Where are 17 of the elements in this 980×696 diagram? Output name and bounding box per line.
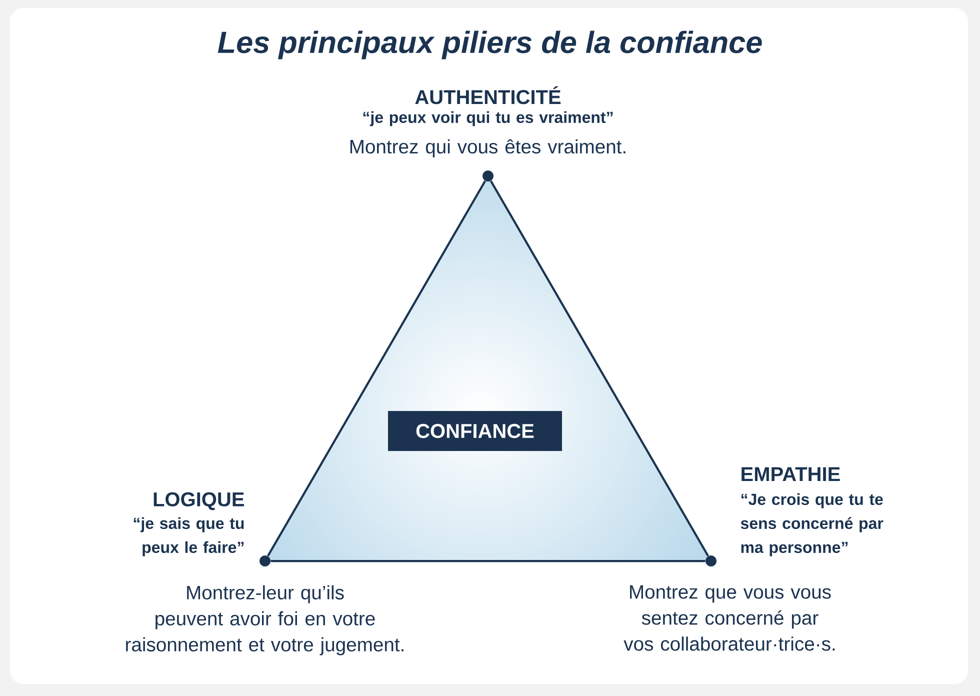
pillar-quote: “Je crois que tu te sens concerné par ma personne” bbox=[740, 493, 884, 556]
pillar-heading: EMPATHIE bbox=[742, 467, 840, 482]
pillar-heading: LOGIQUE bbox=[154, 492, 244, 510]
pillar-description: Montrez-leur qu’ils peuvent avoir foi en votre raisonnement et votre jugement. bbox=[126, 585, 404, 656]
vertex-dot bbox=[482, 170, 494, 182]
triangle-side bbox=[490, 180, 710, 557]
pillar-description: Montrez qui vous êtes vraiment. bbox=[350, 139, 626, 158]
pillar-quote: “je peux voir qui tu es vraiment” bbox=[363, 111, 613, 126]
vertex-dot bbox=[260, 556, 270, 566]
label-box: CONFIANCE bbox=[388, 411, 562, 451]
title: Les principaux piliers de la confiance bbox=[218, 30, 762, 60]
pillar-description: Montrez que vous vous sentez concerné par vos collaborateur·trice·s. bbox=[624, 585, 835, 651]
pillar-quote: “je sais que tu peux le faire” bbox=[134, 517, 244, 556]
triangle-side bbox=[270, 560, 706, 562]
triangle-side bbox=[266, 180, 486, 557]
pillar-heading: AUTHENTICITÉ bbox=[415, 86, 561, 104]
vertex-dot bbox=[706, 556, 717, 566]
